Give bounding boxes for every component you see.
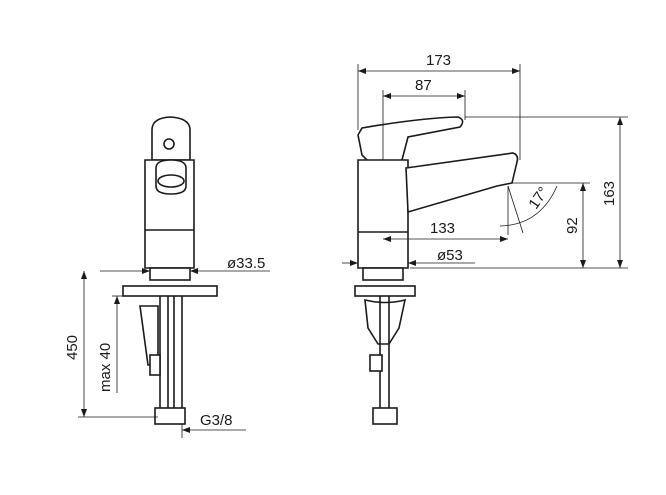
side-overall-height-label: 163 [601, 181, 618, 206]
side-base-ring [362, 267, 404, 281]
side-dim-arrow [617, 117, 623, 125]
side-dim-arrow [358, 68, 366, 74]
front-dim-arrow [182, 427, 190, 433]
front-dim-arrow [190, 268, 198, 274]
side-spout-reach-label: 133 [430, 220, 455, 237]
side-base-diameter-label: ø53 [437, 247, 463, 264]
front-max-thickness-label: max 40 [97, 343, 114, 392]
front-base-diameter-label: ø33.5 [227, 255, 265, 272]
side-dim-arrow [512, 68, 520, 74]
front-aerator-outlet [157, 174, 185, 188]
side-body [357, 159, 409, 269]
front-dim-arrow [81, 271, 87, 279]
front-dim-arrow [114, 296, 120, 304]
front-thread-label: G3/8 [200, 412, 233, 429]
side-dim-arrow [383, 93, 391, 99]
front-hose-nut [154, 407, 186, 425]
front-total-length-label: 450 [64, 335, 81, 360]
side-view: 173 87 163 92 17° 133 [342, 52, 628, 425]
side-dim-arrow [580, 260, 586, 268]
side-lever-length-label: 87 [415, 77, 432, 94]
front-lever-hole [163, 138, 175, 150]
side-dim-arrow [500, 236, 508, 242]
front-base-ring [149, 267, 191, 281]
side-dim-arrow [408, 260, 416, 266]
side-hose-nut [372, 407, 398, 425]
front-clamp-nut [149, 354, 161, 376]
side-mounting-plate [354, 285, 416, 297]
side-dim-arrow [580, 183, 586, 191]
front-lever-top [151, 116, 191, 161]
side-dim-arrow [350, 260, 358, 266]
side-spout-height-label: 92 [564, 217, 581, 234]
side-lever [357, 116, 464, 166]
side-angle-arc [499, 185, 558, 227]
side-dim-arrow [383, 236, 391, 242]
side-overall-width-label: 173 [426, 52, 451, 69]
side-angle-spray [507, 185, 524, 234]
side-spout [405, 152, 519, 214]
side-spout-angle-label: 17° [525, 184, 552, 212]
side-dim-arrow [617, 260, 623, 268]
front-dim-arrow [142, 268, 150, 274]
front-dim-arrow [81, 409, 87, 417]
side-dim-arrow [457, 93, 465, 99]
front-mounting-plate [122, 285, 218, 297]
side-clamp [364, 298, 407, 345]
side-clamp-nut [369, 354, 383, 372]
front-view: ø33.5 450 max 40 G3/8 [64, 116, 270, 438]
